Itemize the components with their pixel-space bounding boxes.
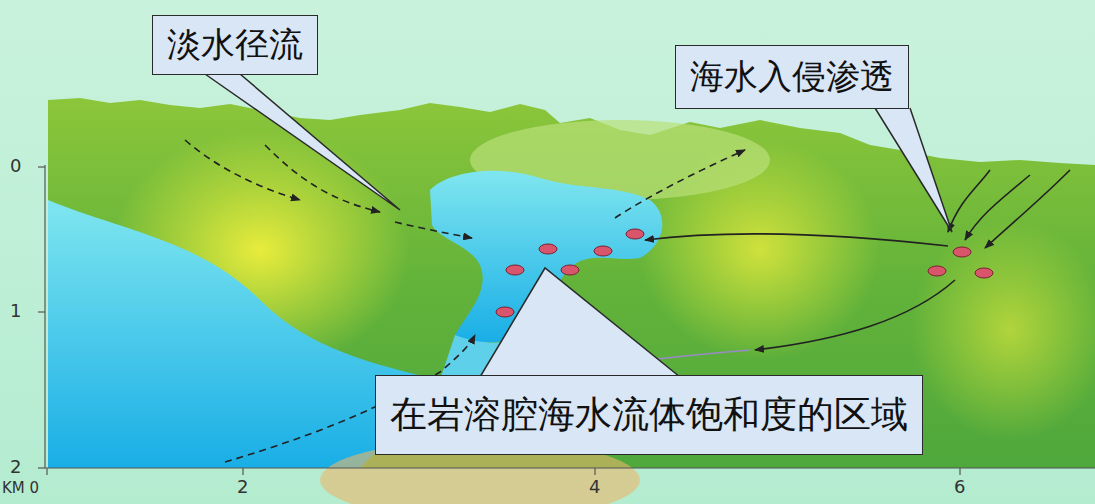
callout-box: 在岩溶腔海水流体饱和度的区域 — [375, 375, 923, 455]
axis-tick-label: KM 0 — [2, 479, 39, 497]
callout-box: 淡水径流 — [152, 15, 318, 75]
callout-text: 淡水径流 — [167, 22, 303, 68]
callout-box: 海水入侵渗透 — [675, 45, 909, 109]
axis-tick-label: 2 — [10, 456, 21, 477]
callout-text: 海水入侵渗透 — [690, 54, 894, 100]
axis-tick-label: 0 — [10, 155, 21, 176]
axis-tick-label: 2 — [237, 476, 248, 497]
axis-tick-label: 6 — [954, 476, 965, 497]
axis-tick-label: 4 — [589, 476, 600, 497]
axis-tick-label: 1 — [10, 300, 21, 321]
callout-text: 在岩溶腔海水流体饱和度的区域 — [390, 390, 908, 440]
